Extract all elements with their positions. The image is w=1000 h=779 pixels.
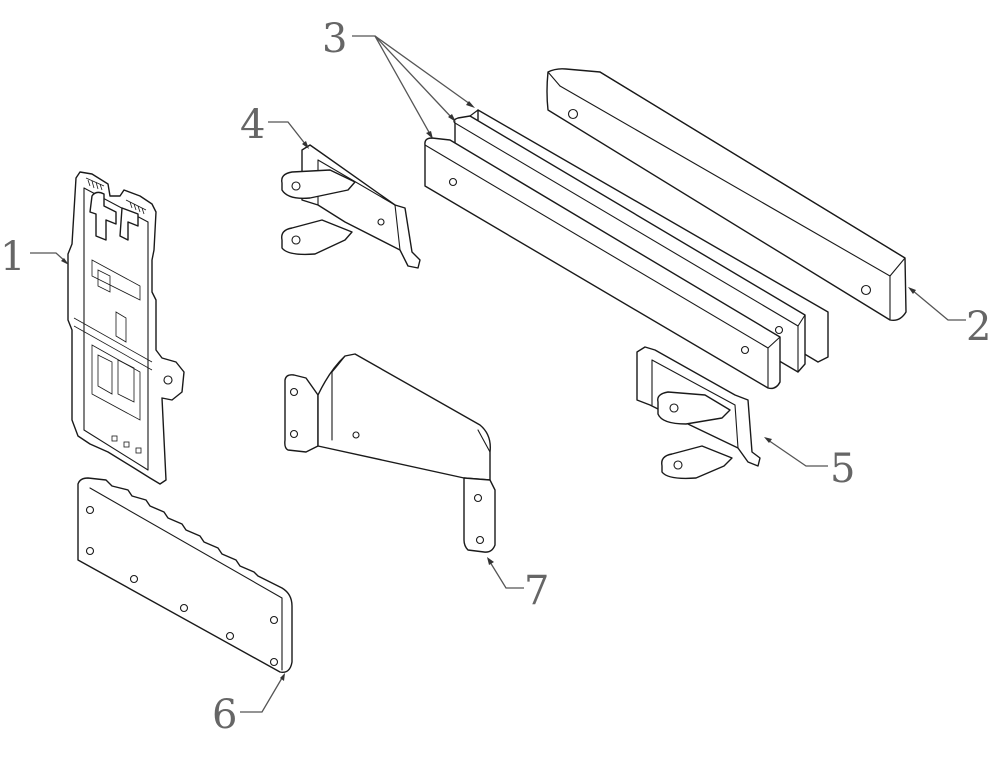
part-5-bracket xyxy=(636,346,761,480)
part-2-long-bar xyxy=(546,68,907,322)
callout-7: 7 xyxy=(524,568,549,614)
part-4-bracket xyxy=(281,144,421,269)
callout-4: 4 xyxy=(240,102,265,148)
callout-labels: 1 2 3 4 5 6 7 xyxy=(0,16,991,738)
callout-5: 5 xyxy=(830,446,855,492)
part-7-bent-plate xyxy=(284,353,496,553)
part-6-flat-plate xyxy=(77,477,293,673)
callout-3: 3 xyxy=(322,16,347,62)
part-3-bar-front xyxy=(424,137,781,390)
callout-1: 1 xyxy=(0,234,25,280)
callout-6: 6 xyxy=(212,692,237,738)
callout-2: 2 xyxy=(966,304,991,350)
leader-lines xyxy=(30,35,966,713)
part-1-mounting-plate xyxy=(67,171,185,485)
